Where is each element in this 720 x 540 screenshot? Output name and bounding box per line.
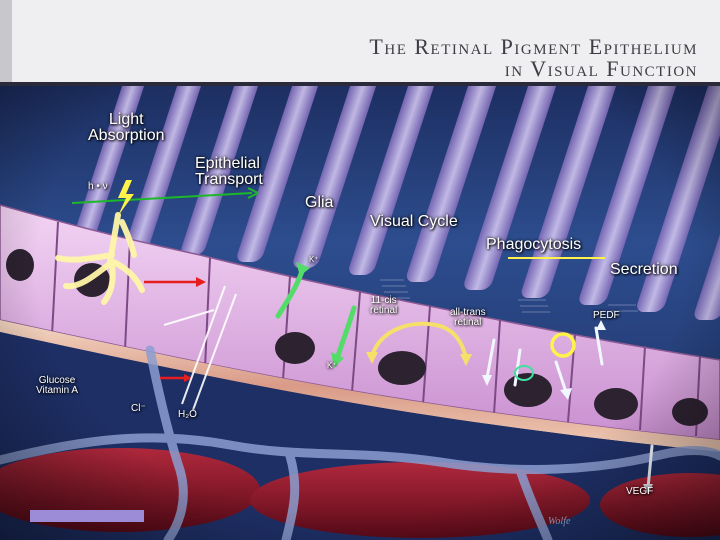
title-bar-edge (0, 0, 12, 82)
label-phagocytosis: Phagocytosis (486, 237, 581, 253)
label-secretion: Secretion (610, 262, 678, 278)
label-epithelial-transport: Epithelial Transport (195, 156, 263, 188)
label-vegf: VEGF (626, 487, 653, 497)
title-line-2: in Visual Function (505, 56, 698, 82)
label-visual-cycle: Visual Cycle (370, 214, 458, 230)
label-all-trans-retinal: all-trans retinal (450, 308, 486, 328)
label-11-cis-retinal: 11-cis retinal (370, 296, 397, 316)
purple-bar (30, 510, 144, 522)
label-water: H₂O (178, 410, 197, 420)
label-pedf: PEDF (593, 311, 620, 321)
label-chloride: Cl⁻ (131, 404, 146, 414)
title-bar-shadow (0, 82, 720, 86)
label-glia: Glia (305, 195, 333, 211)
artist-signature: Wolfe (548, 516, 570, 527)
label-light-absorption: Light Absorption (88, 112, 165, 144)
label-potassium-top: K⁺ (309, 256, 319, 264)
label-h-nu: h • ν (88, 182, 108, 192)
label-glucose-vitamin-a: Glucose Vitamin A (36, 376, 78, 396)
label-potassium-bottom: K⁺ (327, 362, 337, 370)
